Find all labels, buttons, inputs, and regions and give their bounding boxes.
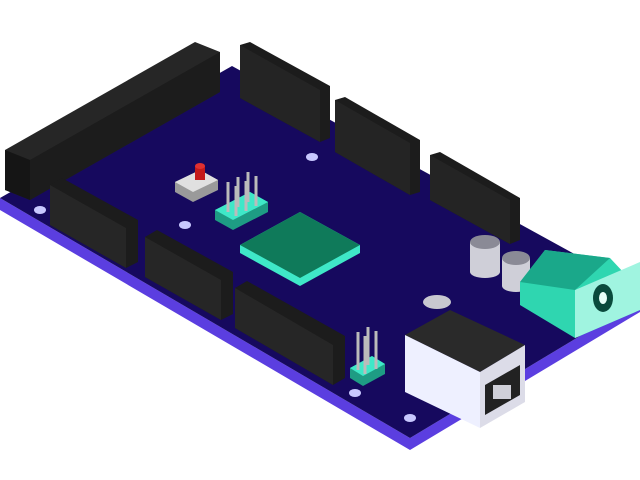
header-front-3 [235,281,345,385]
mounting-hole [404,414,416,422]
usb-port [405,295,525,428]
header-back-3 [430,152,520,244]
header-back-1 [240,42,330,142]
reset-button [175,163,218,202]
header-back-2 [335,97,420,195]
header-front-2 [145,230,233,320]
mounting-hole [34,206,46,214]
icsp-header-1 [215,172,268,230]
icsp-header-2 [350,327,385,386]
header-left-long [5,42,220,200]
power-jack [520,250,640,338]
mounting-hole [306,153,318,161]
mounting-hole [179,221,191,229]
capacitor [470,235,500,278]
microcontroller-chip [240,212,360,286]
header-front-1 [50,178,138,268]
mounting-hole [349,389,361,397]
